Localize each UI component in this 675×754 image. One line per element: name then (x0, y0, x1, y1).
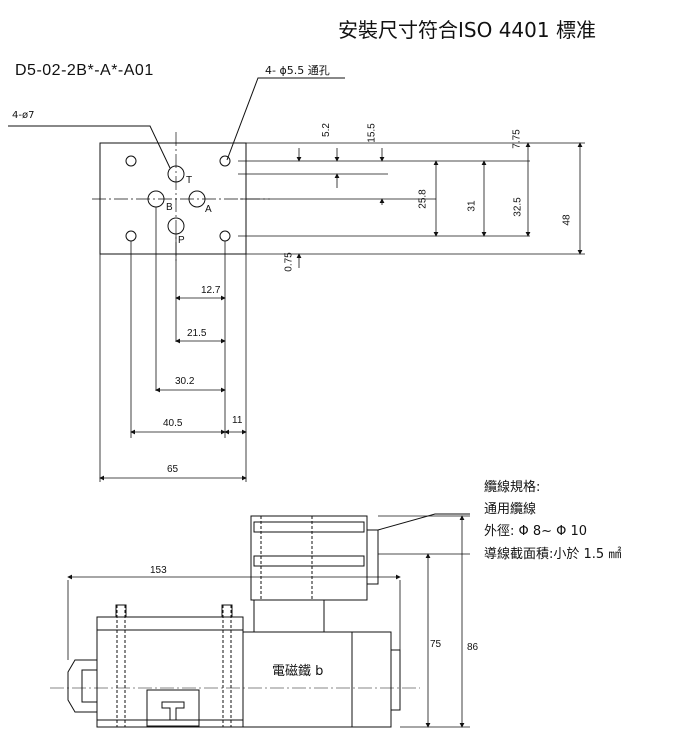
dim-15-5: 15.5 (366, 123, 378, 143)
horizontal-dim-extension-lines (99, 207, 247, 482)
side-dim-lines (67, 515, 470, 728)
dim-40-5: 40.5 (163, 418, 183, 429)
horizontal-dim-lines (99, 295, 247, 481)
dim-86: 86 (467, 642, 479, 653)
dim-31: 31 (466, 200, 478, 212)
model-code: D5-02-2B*-A*-A01 (15, 62, 154, 79)
cable-spec-title: 纜線規格: (484, 480, 541, 495)
callout-small-holes: 4-ø7 (12, 110, 35, 121)
dim-11: 11 (232, 415, 243, 426)
dim-21-5: 21.5 (187, 328, 207, 339)
leader-holes-small (8, 125, 171, 169)
cable-cross-section: 導線截面積:小於 1.5 ㎟ (484, 547, 622, 562)
nameplate-window (146, 689, 200, 727)
side-view (50, 513, 470, 728)
callout-large-holes: 4- ϕ5.5 通孔 (265, 64, 330, 77)
coil-label: 電磁鐵 b (272, 664, 324, 679)
dim-32-5: 32.5 (512, 197, 524, 217)
vertical-dim-lines (296, 142, 583, 268)
dim-0-75: 0.75 (283, 252, 295, 272)
cable-outer-diameter: 外徑: Φ 8~ Φ 10 (484, 524, 588, 539)
dim-25-8: 25.8 (417, 189, 429, 209)
port-holes (147, 165, 206, 235)
page-title: 安裝尺寸符合ISO 4401 標准 (338, 18, 596, 42)
centerlines (92, 132, 270, 262)
dim-12-7: 12.7 (201, 285, 221, 296)
port-label-t: T (186, 175, 193, 186)
dim-75: 75 (430, 639, 442, 650)
dim-30-2: 30.2 (175, 376, 195, 387)
mounting-holes (125, 155, 231, 242)
dim-65: 65 (167, 464, 179, 475)
dim-7-75: 7.75 (511, 129, 523, 149)
plug-connector-outline (250, 515, 368, 601)
cable-spec-line: 通用纜線 (484, 502, 537, 517)
dim-153: 153 (150, 565, 167, 576)
port-label-b: B (166, 202, 173, 213)
leader-holes-large (226, 77, 345, 161)
port-label-p: P (178, 235, 185, 246)
coil-outline (242, 631, 392, 728)
dim-5-2: 5.2 (320, 123, 332, 137)
manual-override-hex (67, 659, 98, 713)
vertical-dim-reference-lines (238, 142, 585, 255)
port-label-a: A (205, 204, 212, 215)
dim-48: 48 (561, 214, 573, 226)
valve-block-outline (99, 142, 247, 255)
